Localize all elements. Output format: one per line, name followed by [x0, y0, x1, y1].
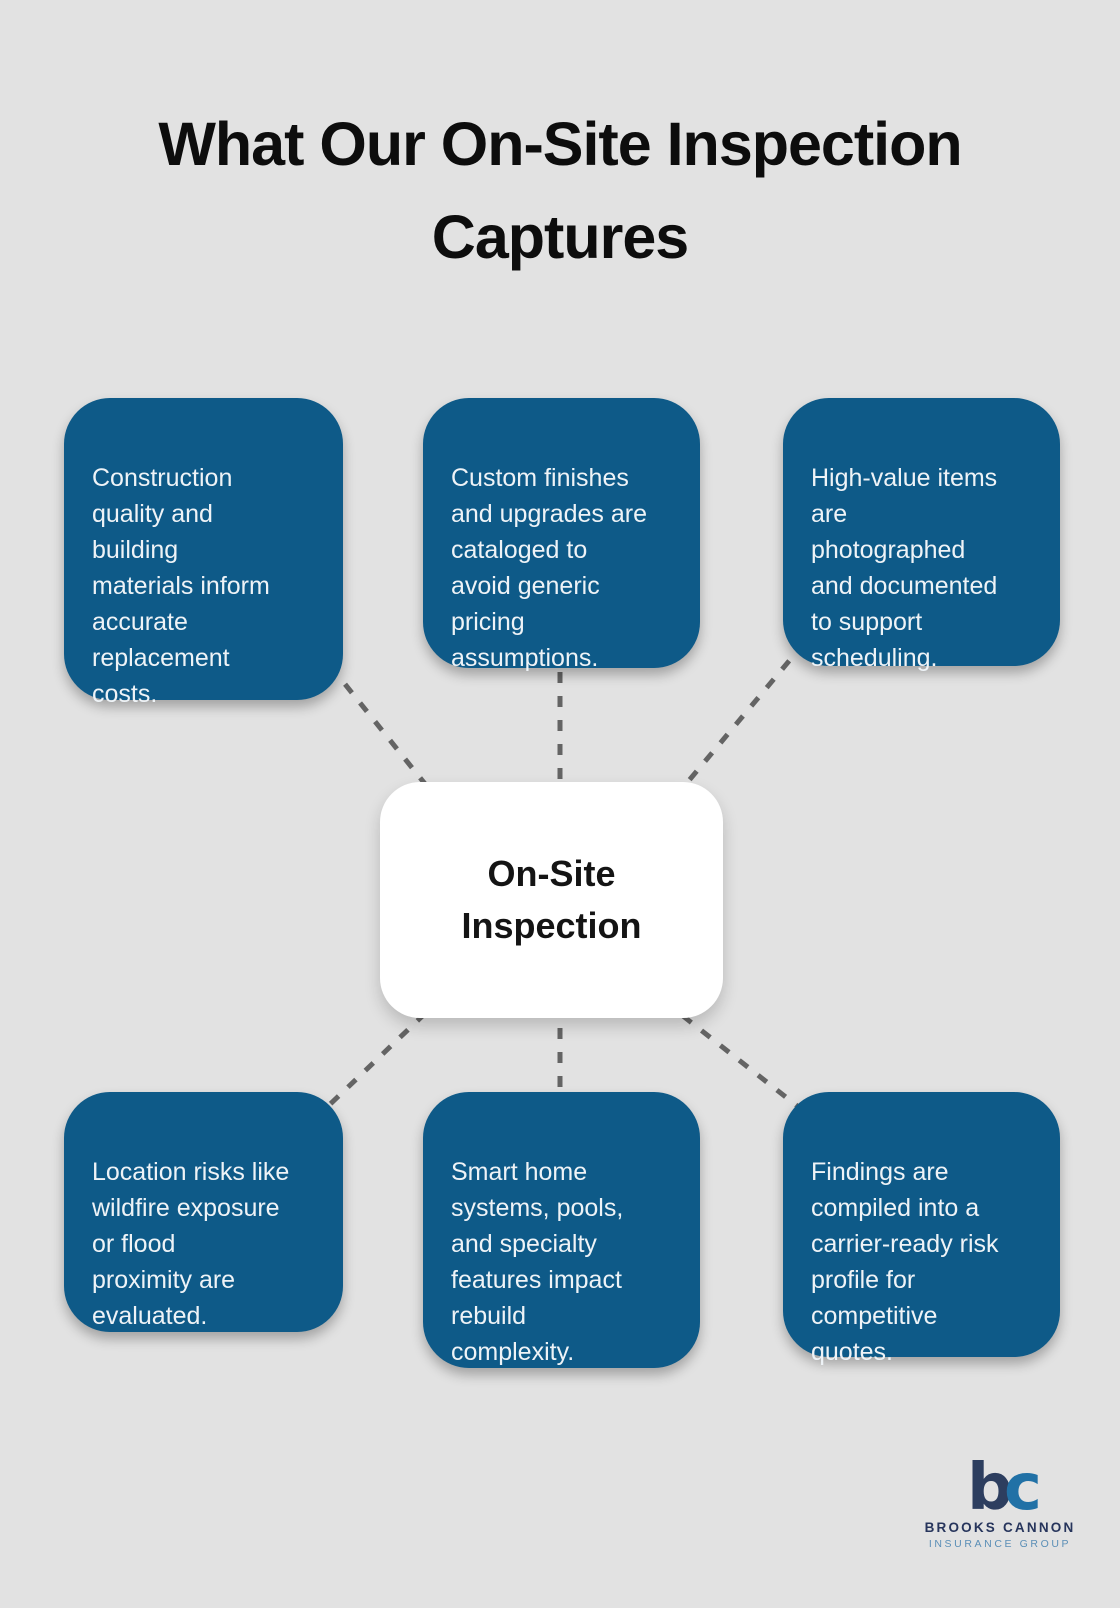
logo-letter-b: b [967, 1451, 1013, 1525]
info-node-location-risks: Location risks like wildfire exposure or… [64, 1092, 343, 1332]
node-text: Custom finishes and upgrades are catalog… [451, 464, 647, 672]
info-node-smart-home-systems: Smart home systems, pools, and specialty… [423, 1092, 700, 1368]
node-text: Location risks like wildfire exposure or… [92, 1158, 290, 1330]
logo-monogram-icon: bc [918, 1456, 1082, 1520]
center-node-label: On-Site Inspection [461, 852, 642, 946]
logo-tagline: INSURANCE GROUP [928, 1538, 1072, 1550]
node-text: Construction quality and building materi… [92, 464, 270, 708]
node-text: Smart home systems, pools, and specialty… [451, 1158, 624, 1366]
info-node-custom-finishes: Custom finishes and upgrades are catalog… [423, 398, 700, 672]
brand-logo: bc BROOKS CANNON INSURANCE GROUP [918, 1456, 1082, 1550]
node-text: Findings are compiled into a carrier-rea… [811, 1158, 999, 1366]
info-node-findings-profile: Findings are compiled into a carrier-rea… [783, 1092, 1060, 1366]
info-node-construction-quality: Construction quality and building materi… [64, 398, 343, 708]
center-node: On-Site Inspection [380, 782, 723, 1018]
node-text: High-value items are photographed and do… [811, 464, 998, 672]
info-node-high-value-items: High-value items are photographed and do… [783, 398, 1060, 672]
page-title: What Our On-Site Inspection Captures [158, 110, 962, 271]
logo-company-name: BROOKS CANNON [924, 1520, 1076, 1535]
logo-letter-c: c [1003, 1451, 1042, 1525]
